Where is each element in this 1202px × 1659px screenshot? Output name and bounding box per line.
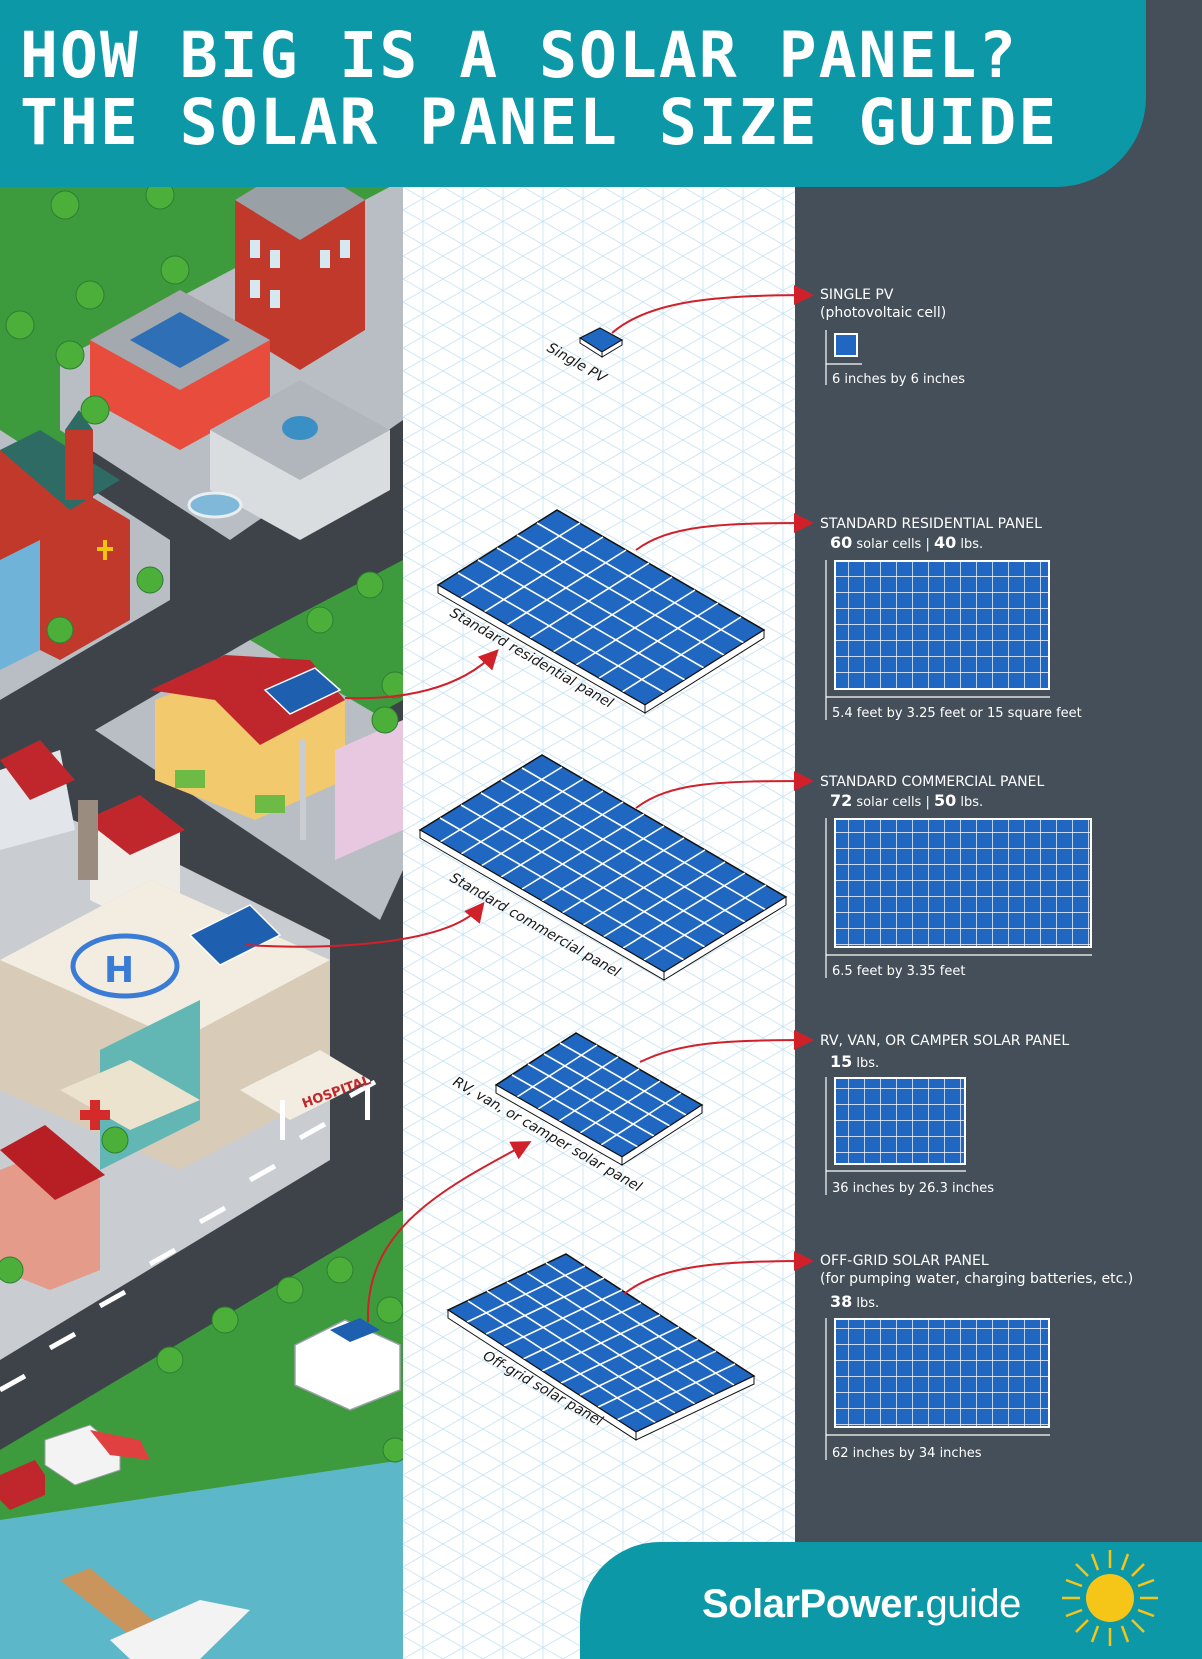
info-title-offgrid: OFF-GRID SOLAR PANEL [820, 1253, 989, 1269]
info-stat-rv: 15 lbs. [830, 1052, 880, 1071]
info-subtitle-offgrid: (for pumping water, charging batteries, … [820, 1271, 1134, 1287]
info-stat-offgrid: 38 lbs. [830, 1292, 880, 1311]
helipad-letter: H [104, 950, 134, 991]
info-subtitle-single: (photovoltaic cell) [820, 305, 947, 321]
info-title-commercial: STANDARD COMMERCIAL PANEL [820, 774, 1045, 790]
rv-diagram [825, 1077, 966, 1195]
header-banner: HOW BIG IS A SOLAR PANEL? THE SOLAR PANE… [0, 0, 1146, 187]
info-dim-rv: 36 inches by 26.3 inches [832, 1181, 994, 1196]
info-dim-commercial: 6.5 feet by 3.35 feet [832, 964, 966, 979]
info-dim-single: 6 inches by 6 inches [832, 372, 966, 387]
city-illustration: H HOSPITAL [0, 187, 403, 1659]
brand-logo: SolarPower.guide [702, 1582, 1021, 1626]
city-scene: H HOSPITAL [0, 187, 403, 1659]
residential-panel-iso [436, 509, 766, 714]
single-pv-iso [578, 327, 624, 358]
title-line-1: HOW BIG IS A SOLAR PANEL? [20, 19, 1019, 92]
info-title-single: SINGLE PV [820, 287, 894, 303]
commercial-panel-iso [418, 754, 788, 981]
arrow-icon [244, 285, 814, 1323]
offgrid-diagram [825, 1318, 1050, 1460]
info-title-rv: RV, VAN, OR CAMPER SOLAR PANEL [820, 1033, 1070, 1049]
title-line-2: THE SOLAR PANEL SIZE GUIDE [20, 86, 1059, 159]
footer-banner: SolarPower.guide [580, 1542, 1202, 1659]
offgrid-panel-iso [446, 1253, 756, 1441]
sun-icon [1062, 1550, 1158, 1646]
residential-diagram [825, 560, 1050, 720]
rv-panel-iso [494, 1032, 704, 1166]
info-dim-offgrid: 62 inches by 34 inches [832, 1446, 982, 1461]
info-stat-residential: 60 solar cells | 40 lbs. [830, 533, 984, 552]
single-pv-diagram [825, 330, 862, 385]
info-title-residential: STANDARD RESIDENTIAL PANEL [820, 516, 1042, 532]
commercial-diagram [825, 818, 1092, 978]
info-stat-commercial: 72 solar cells | 50 lbs. [830, 791, 984, 810]
info-dim-residential: 5.4 feet by 3.25 feet or 15 square feet [832, 706, 1082, 721]
